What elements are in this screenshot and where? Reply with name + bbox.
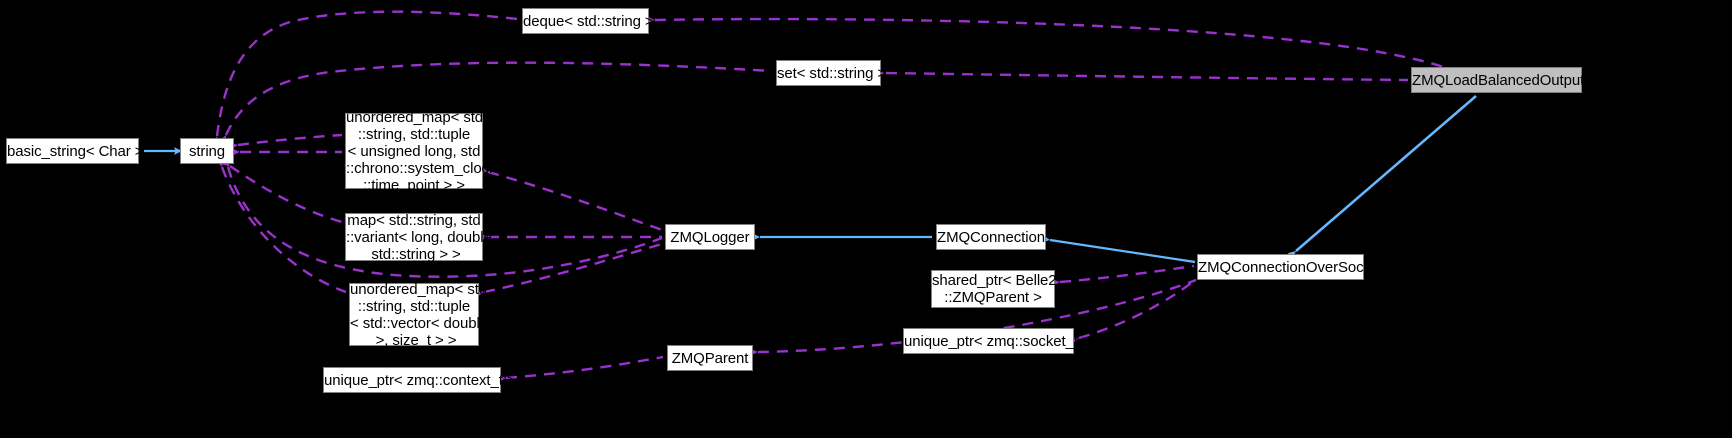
node-unique-ptr-socket[interactable]: unique_ptr< zmq::socket_t > bbox=[903, 328, 1091, 354]
node-label: unordered_map< std ::string, std::tuple … bbox=[350, 280, 488, 349]
node-map-variant[interactable]: map< std::string, std ::variant< long, d… bbox=[345, 211, 496, 263]
node-label: ZMQLogger bbox=[670, 228, 750, 246]
edge-zmqconnoversocket-to-zmqloadbalanced bbox=[1287, 95, 1477, 260]
node-set-std-string[interactable]: set< std::string > bbox=[776, 60, 887, 86]
node-label: ZMQParent bbox=[671, 349, 749, 367]
node-zmqconnectionoversocket[interactable]: ZMQConnectionOverSocket bbox=[1197, 254, 1384, 280]
node-zmqloadbalancedoutput[interactable]: ZMQLoadBalancedOutput bbox=[1411, 67, 1585, 93]
node-string[interactable]: string bbox=[180, 138, 234, 164]
edge-string-to-set bbox=[218, 61, 773, 145]
node-label: set< std::string > bbox=[777, 64, 887, 82]
node-label: unique_ptr< zmq::socket_t > bbox=[904, 332, 1091, 350]
node-shared-ptr-zmqparent[interactable]: shared_ptr< Belle2 ::ZMQParent > bbox=[931, 270, 1057, 308]
node-label: map< std::string, std ::variant< long, d… bbox=[346, 211, 496, 263]
node-zmqconnection[interactable]: ZMQConnection bbox=[936, 224, 1046, 250]
node-label: ZMQConnectionOverSocket bbox=[1198, 258, 1384, 276]
node-deque-std-string[interactable]: deque< std::string > bbox=[522, 8, 654, 34]
node-zmqparent[interactable]: ZMQParent bbox=[667, 345, 753, 371]
edge-string-to-unordered-map-vector bbox=[215, 157, 347, 294]
node-unique-ptr-context[interactable]: unique_ptr< zmq::context_t > bbox=[323, 367, 516, 393]
edge-set-to-zmqloadbalanced bbox=[876, 68, 1409, 82]
node-label: unordered_map< std ::string, std::tuple … bbox=[346, 108, 497, 194]
node-unordered-map-vector[interactable]: unordered_map< std ::string, std::tuple … bbox=[349, 280, 488, 349]
node-zmqlogger[interactable]: ZMQLogger bbox=[665, 224, 755, 250]
node-unordered-map-tuple-clock[interactable]: unordered_map< std ::string, std::tuple … bbox=[345, 109, 496, 194]
node-basic-string[interactable]: basic_string< Char > bbox=[6, 138, 144, 164]
edge-string-to-map-variant bbox=[220, 157, 343, 224]
edge-zmqconnection-to-zmqconnoversocket bbox=[1041, 234, 1196, 264]
node-label: shared_ptr< Belle2 ::ZMQParent > bbox=[932, 272, 1057, 306]
edge-string-to-unordered-map-clock bbox=[228, 133, 343, 151]
edge-uptr-socket-to-zmqconnoversocket bbox=[1069, 277, 1199, 345]
edge-unordered-map-clock-to-zmqlogger bbox=[478, 165, 663, 232]
node-label: basic_string< Char > bbox=[7, 142, 144, 160]
edge-uptr-context-to-zmqparent bbox=[496, 355, 664, 383]
node-label: unique_ptr< zmq::context_t > bbox=[324, 371, 516, 389]
edge-unordered-map-vector-to-zmqlogger bbox=[474, 242, 663, 298]
node-label: ZMQConnection bbox=[937, 228, 1045, 246]
node-label: ZMQLoadBalancedOutput bbox=[1412, 71, 1585, 89]
edge-sptr-parent-to-zmqconnoversocket bbox=[1050, 264, 1195, 287]
node-label: string bbox=[188, 142, 226, 160]
node-label: deque< std::string > bbox=[523, 12, 654, 30]
